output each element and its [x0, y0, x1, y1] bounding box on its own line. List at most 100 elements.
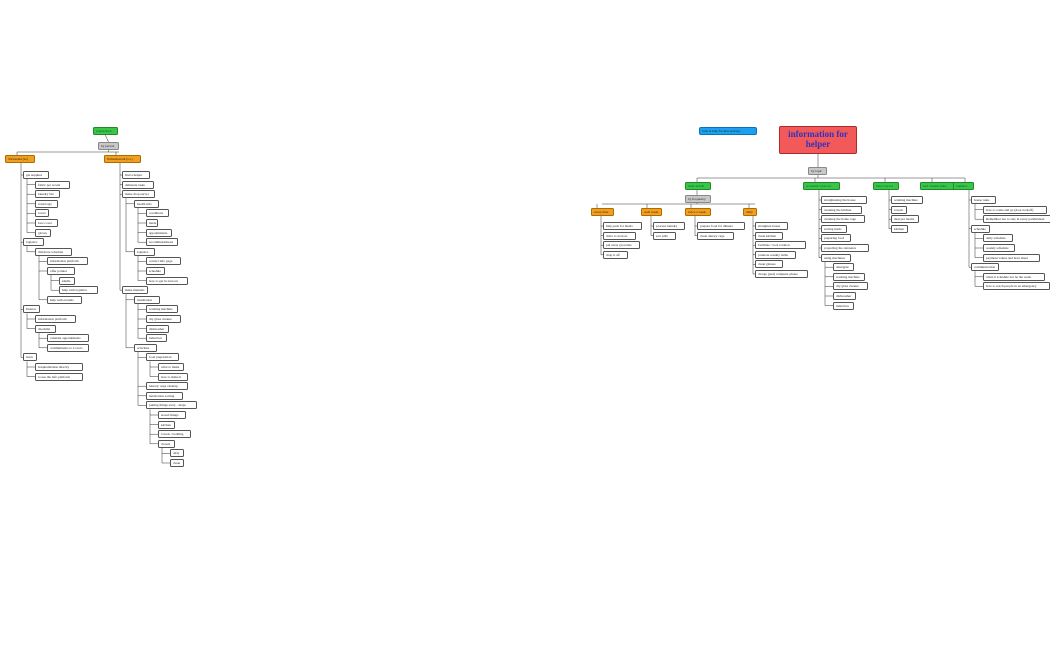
outline-node[interactable]: make drop-server: [122, 190, 156, 199]
outline-node[interactable]: prepare food for dinners: [697, 222, 745, 230]
outline-node[interactable]: schedule: [971, 224, 991, 233]
outline-node[interactable]: childcare schedule: [35, 247, 73, 256]
branch-node[interactable]: Sizwezaki (se): [5, 155, 35, 163]
outline-node[interactable]: help with errands: [47, 295, 83, 304]
group-node[interactable]: every time: [591, 208, 614, 216]
topic-node[interactable]: blacy layout: [873, 182, 900, 190]
outline-node[interactable]: what to make: [158, 363, 185, 371]
outline-node[interactable]: logistics: [23, 238, 45, 247]
outline-node[interactable]: find a helper: [122, 171, 151, 179]
outline-node[interactable]: kitchen: [158, 420, 176, 429]
outline-node[interactable]: stored things: [158, 411, 187, 419]
group-node[interactable]: daily: [743, 208, 757, 216]
outline-node[interactable]: checklist: [35, 324, 57, 333]
outline-node[interactable]: daily schedule: [983, 234, 1013, 243]
outline-node[interactable]: calendar appointments: [47, 334, 90, 343]
outline-node[interactable]: food preparation: [146, 353, 180, 362]
outline-node[interactable]: put away groceries: [603, 241, 641, 250]
outline-node[interactable]: house rules: [971, 196, 996, 204]
outline-node[interactable]: dry glass cleaner: [833, 282, 869, 291]
outline-node[interactable]: promote weekly baths: [755, 250, 796, 259]
outline-node[interactable]: when it schedule not be the week: [983, 272, 1045, 281]
topic-node[interactable]: bed / health tasks: [920, 182, 958, 190]
outline-node[interactable]: make manuals: [122, 286, 149, 295]
outline-node[interactable]: dishwasher: [146, 324, 169, 333]
group-node[interactable]: by person: [98, 142, 120, 150]
outline-node[interactable]: payment values and hour sheet: [983, 253, 1040, 262]
outline-node[interactable]: preparing food: [821, 234, 851, 243]
outline-node[interactable]: induction: [833, 301, 855, 310]
outline-node[interactable]: process laundry: [653, 222, 685, 230]
outline-node[interactable]: washing machine: [833, 272, 865, 281]
outline-node[interactable]: recommendations: [146, 238, 178, 247]
outline-node[interactable]: how to reach people in an emergency: [983, 282, 1050, 291]
outline-node[interactable]: appointments: [146, 228, 173, 237]
topic-node[interactable]: economic tools etc: [803, 182, 841, 190]
topic-node[interactable]: logistics: [953, 182, 975, 190]
outline-node[interactable]: clean glasses: [755, 260, 784, 269]
outline-node[interactable]: charge (pad) computer phone: [755, 270, 809, 278]
topic-node[interactable]: hash and/all: [685, 182, 712, 190]
outline-node[interactable]: straightening the house: [821, 196, 867, 204]
outline-node[interactable]: delineate tasks: [122, 180, 154, 189]
outline-node[interactable]: health info: [134, 199, 159, 208]
outline-node[interactable]: drive to doctors: [603, 231, 637, 240]
outline-node[interactable]: fabric per recent: [35, 180, 71, 189]
outline-node[interactable]: clean dietary cage: [697, 231, 735, 240]
outline-node[interactable]: activities: [134, 343, 157, 352]
outline-node[interactable]: laundry bin: [35, 190, 60, 199]
outline-node[interactable]: clean kitchen: [755, 231, 784, 240]
outline-node[interactable]: help with logistics: [59, 286, 98, 295]
outline-node[interactable]: commitments to Covers: [47, 343, 90, 352]
outline-node[interactable]: straighten house: [755, 222, 789, 230]
outline-node[interactable]: schedule: [146, 267, 166, 275]
outline-node[interactable]: how to get in and out: [146, 276, 189, 285]
outline-node[interactable]: kindle: [59, 276, 75, 285]
outline-node[interactable]: history: sage cleanup: [146, 382, 189, 391]
outline-node[interactable]: weekly schedule: [983, 244, 1015, 252]
outline-node[interactable]: sort pills: [653, 231, 676, 240]
outline-node[interactable]: offer pointer: [47, 267, 76, 275]
group-node[interactable]: twice a week: [685, 208, 712, 216]
outline-node[interactable]: kitchen: [891, 224, 909, 233]
outline-node[interactable]: communication: [971, 263, 1000, 272]
outline-node[interactable]: information platform: [35, 315, 76, 323]
outline-node[interactable]: logistics: [134, 247, 156, 256]
outline-node[interactable]: towels / bedding: [158, 430, 192, 439]
group-node[interactable]: each week: [641, 208, 663, 216]
outline-node[interactable]: conditions: [146, 209, 169, 218]
outline-node[interactable]: cleaning the home cage: [821, 215, 866, 224]
outline-node[interactable]: installation: [134, 295, 161, 304]
outline-node[interactable]: medication sorting: [146, 391, 184, 400]
outline-node[interactable]: induction: [146, 334, 168, 343]
outline-node[interactable]: closets: [158, 439, 176, 448]
outline-node[interactable]: putting things away - maps: [146, 401, 198, 410]
outline-node[interactable]: dishwasher: [833, 292, 856, 300]
outline-node[interactable]: gloves: [35, 228, 51, 237]
outline-node[interactable]: help pack for meals: [603, 222, 642, 230]
outline-node[interactable]: finance: [23, 305, 41, 314]
outline-node[interactable]: using machines: [821, 253, 851, 262]
outline-node[interactable]: towels: [891, 205, 907, 214]
note-node[interactable]: look at help for kiss and tips: [699, 127, 758, 135]
outline-node[interactable]: how to make it: [158, 372, 188, 381]
outline-node[interactable]: learn: [23, 353, 37, 362]
outline-node[interactable]: trash bags: [35, 199, 58, 208]
outline-node[interactable]: sorting meds: [821, 224, 848, 233]
outline-node[interactable]: drop it off: [603, 250, 628, 259]
outline-node[interactable]: projecting the reference: [821, 244, 869, 252]
outline-node[interactable]: washing machine: [146, 305, 178, 314]
outline-node[interactable]: dirty: [170, 449, 184, 458]
outline-node[interactable]: clean: [170, 459, 184, 467]
root-node[interactable]: preparation: [93, 127, 118, 135]
outline-node[interactable]: dry glass cleaner: [146, 315, 182, 323]
title-node[interactable]: information for helper: [779, 126, 857, 154]
outline-node[interactable]: towel: [35, 209, 49, 218]
outline-node[interactable]: information platform: [47, 257, 88, 266]
outline-node[interactable]: contact info page: [146, 257, 182, 266]
group-node[interactable]: by frequency: [685, 195, 712, 203]
group-node[interactable]: by topic: [808, 167, 828, 175]
outline-node[interactable]: face cover: [35, 219, 58, 227]
outline-node[interactable]: to use the info platform: [35, 372, 83, 381]
outline-node[interactable]: detergent: [833, 263, 855, 272]
